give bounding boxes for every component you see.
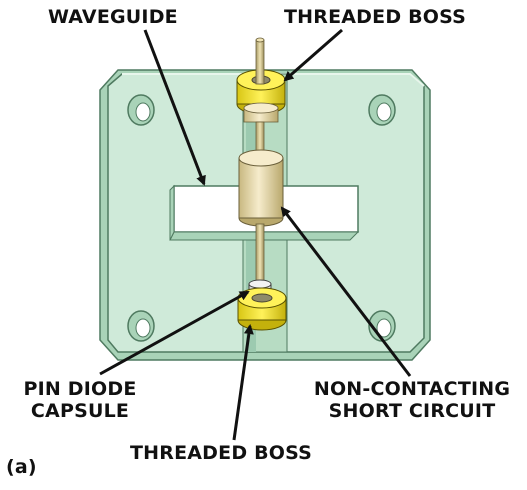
label-threaded-boss-bottom: THREADED BOSS bbox=[130, 442, 313, 464]
mounting-hole-top-right bbox=[368, 94, 396, 126]
mounting-holes bbox=[127, 94, 396, 342]
leader-short-circuit bbox=[280, 206, 412, 377]
mounting-hole-bottom-right bbox=[368, 310, 396, 342]
label-waveguide: WAVEGUIDE bbox=[48, 6, 178, 28]
panel-tag: (a) bbox=[6, 456, 37, 478]
label-pin-diode-line1: PIN DIODE bbox=[23, 378, 137, 400]
leader-threaded-boss-top bbox=[283, 28, 343, 82]
leader-pin-diode bbox=[99, 290, 250, 376]
upper-rod-assembly bbox=[243, 37, 279, 155]
leader-waveguide bbox=[143, 29, 206, 186]
mounting-hole-bottom-left bbox=[127, 310, 155, 342]
leader-threaded-boss-bottom bbox=[232, 324, 254, 441]
label-short-circuit-line1: NON-CONTACTING bbox=[313, 378, 511, 400]
label-pin-diode-line2: CAPSULE bbox=[30, 400, 130, 422]
label-threaded-boss-top: THREADED BOSS bbox=[284, 6, 467, 28]
mounting-hole-top-left bbox=[127, 94, 155, 126]
label-short-circuit-line2: SHORT CIRCUIT bbox=[328, 400, 496, 422]
leader-lines bbox=[99, 28, 412, 441]
non-contacting-short-circuit bbox=[238, 149, 284, 227]
